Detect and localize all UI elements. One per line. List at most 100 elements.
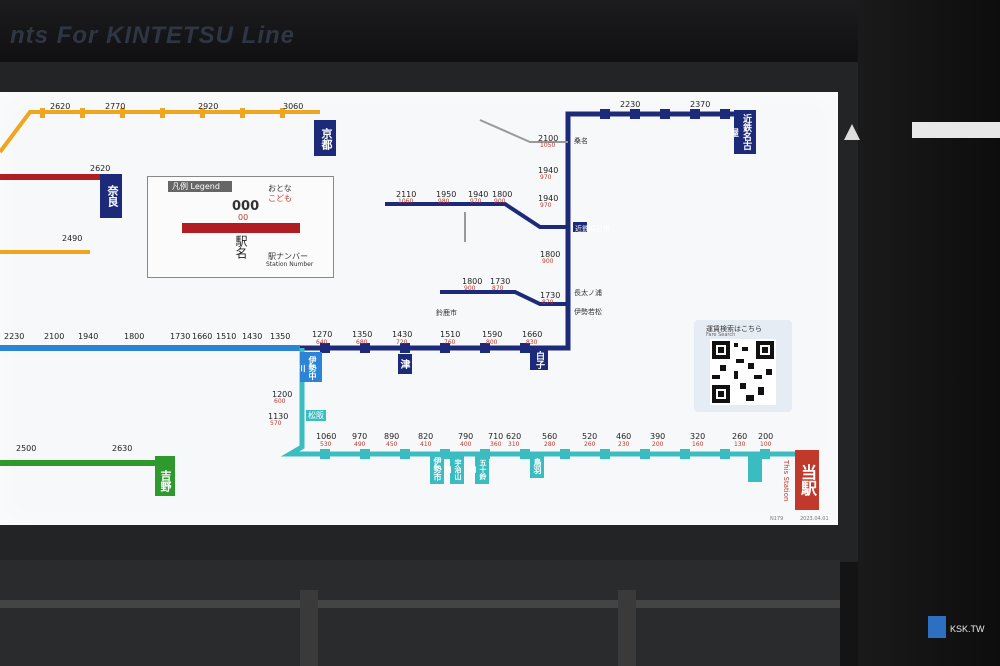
legend-station-number: 駅ナンバー: [268, 252, 308, 261]
legend-sample-child: 00: [238, 213, 249, 222]
iseshi-block: [430, 454, 444, 484]
nagoya-line: [565, 111, 740, 344]
kyoto-fare-3: 3060: [283, 102, 304, 111]
osaka-fare-12: 1510: [440, 330, 461, 339]
bottom-child-8: 260: [584, 441, 596, 448]
mid-left-fare: 2490: [62, 234, 83, 243]
bottom-fare-9: 460: [616, 432, 632, 441]
bottom-child-3: 410: [420, 441, 432, 448]
matsusaka-name: 松阪: [306, 410, 326, 421]
bottom-child-6: 310: [508, 441, 520, 448]
nagoya-line-lower: [300, 344, 571, 351]
nagoya-main-fare-3: 1800: [540, 250, 561, 259]
branch-child-3: 900: [494, 198, 506, 205]
yoshino-fare-0: 2500: [16, 444, 37, 453]
route-lines: [0, 108, 800, 496]
top-sign-panel: nts For KINTETSU Line: [0, 0, 1000, 62]
nagoya-child-0: 1050: [540, 142, 556, 149]
bottom-child-9: 230: [618, 441, 630, 448]
branch-child-1: 980: [438, 198, 450, 205]
kyoto-line: [0, 110, 320, 154]
fare-map-board: 2620 2770 2920 3060 京都 2620 奈良 2490 凡例 L…: [0, 92, 838, 525]
bottom-fare-3: 820: [418, 432, 434, 441]
yokkaichi-block: [573, 222, 587, 232]
kyoto-destination: 京都: [320, 128, 333, 150]
osaka-child-4: 800: [486, 339, 498, 346]
bottom-fare-4: 790: [458, 432, 474, 441]
legend-sample-fare: 000: [232, 199, 260, 214]
ujiyamada-name: 宇治山田: [444, 458, 462, 480]
osaka-fare-6: 1510: [216, 332, 237, 341]
osaka-fare-3: 1800: [124, 332, 145, 341]
nara-line: [0, 174, 120, 180]
nagoya-branch-fare-1: 2370: [690, 100, 711, 109]
kyoto-station-marks: [40, 108, 285, 118]
upper-fare-1: 1730: [490, 277, 511, 286]
kyoto-fare-2: 2920: [198, 102, 219, 111]
osaka-fare-0: 2230: [4, 332, 25, 341]
tsu-block: [398, 354, 412, 374]
shiroko-name: 白子: [534, 351, 544, 369]
upper-child-1: 870: [492, 285, 504, 292]
footer-date: 2023.04.01: [800, 516, 829, 522]
header-sign-text: nts For KINTETSU Line: [10, 22, 295, 49]
branch-line-yunoyama: [385, 202, 568, 229]
bottom-child-13: 100: [760, 441, 772, 448]
nagoya-main-fare-1: 1940: [538, 166, 559, 175]
bottom-child-0: 530: [320, 441, 332, 448]
bottom-fixture: [0, 560, 840, 666]
osaka-fare-2: 1940: [78, 332, 99, 341]
iseshi-name: 伊勢市: [433, 457, 442, 481]
bottom-child-12: 130: [734, 441, 746, 448]
ise-nakagawa-name: 伊勢中川: [297, 356, 317, 380]
current-station-en: This Station: [782, 460, 790, 502]
toba-child-1: 570: [270, 420, 282, 427]
bottom-fare-8: 520: [582, 432, 598, 441]
legend-station-number-en: Station Number: [266, 261, 314, 268]
osaka-child-5: 830: [526, 339, 538, 346]
footer-code: N179: [770, 516, 784, 522]
qr-label-en: Fare Search: [706, 332, 736, 338]
yokkaichi-label: 近鉄四日市: [575, 225, 610, 233]
nagoya-branch-fare-0: 2230: [620, 100, 641, 109]
branch-fare-3: 1800: [492, 190, 513, 199]
nara-dest-block: [100, 174, 122, 218]
kuwana-label: 桑名: [574, 137, 588, 145]
legend-child: こども: [268, 194, 292, 203]
qr-label: 運賃検索はこちら: [706, 325, 762, 333]
bottom-fare-12: 260: [732, 432, 748, 441]
osaka-child-2: 720: [396, 339, 408, 346]
osaka-fare-4: 1730: [170, 332, 191, 341]
fixture-post-left: [300, 590, 318, 666]
toba-fare-1: 1130: [268, 412, 289, 421]
legend-line-sample: [182, 223, 300, 233]
bottom-fare-11: 320: [690, 432, 706, 441]
bottom-child-5: 360: [490, 441, 502, 448]
nagoya-child-4: 870: [542, 299, 554, 306]
isuzugawa-block: [475, 454, 489, 484]
watermark-logo-icon: [928, 616, 946, 638]
osaka-fare-5: 1660: [192, 332, 213, 341]
yoshino-fare-1: 2630: [112, 444, 133, 453]
ise-wakamatsu-label: 伊勢若松: [574, 308, 602, 316]
fixture-rail: [0, 600, 840, 608]
bottom-fare-1: 970: [352, 432, 368, 441]
ise-nakagawa-block: [300, 352, 322, 382]
nagoya-child-2: 970: [540, 202, 552, 209]
osaka-fare-7: 1430: [242, 332, 263, 341]
legend-box: 凡例 Legend おとな こども 000 00 駅名 駅ナンバー Statio…: [147, 176, 334, 278]
bottom-fare-6: 620: [506, 432, 522, 441]
osaka-fare-8: 1350: [270, 332, 291, 341]
branch-child-0: 1060: [398, 198, 414, 205]
bottom-fare-0: 1060: [316, 432, 337, 441]
legend-station-name: 駅名: [234, 235, 248, 259]
toba-block: [530, 454, 544, 478]
qr-code[interactable]: [710, 339, 776, 405]
nagoya-child-3: 900: [542, 258, 554, 265]
ujiyamada-block: [450, 454, 464, 484]
yoshino-line: [0, 460, 170, 466]
dark-ceiling-area: [858, 0, 1000, 666]
nagoya-main-fare-2: 1940: [538, 194, 559, 203]
legend-adult: おとな: [268, 184, 292, 193]
isuzugawa-name: 五十鈴川: [469, 458, 487, 480]
